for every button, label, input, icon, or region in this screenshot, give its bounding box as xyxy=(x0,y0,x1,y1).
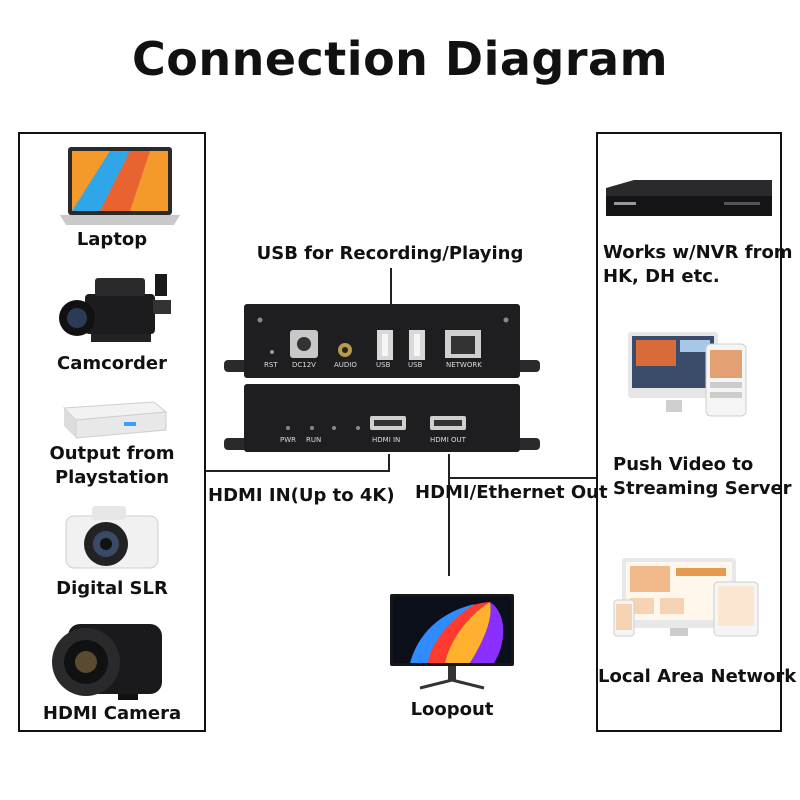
usb-caption: USB for Recording/Playing xyxy=(256,243,524,264)
port-label: RUN xyxy=(306,436,322,444)
device-label: Camcorder xyxy=(57,353,167,374)
device-label: Local Area Network xyxy=(598,666,797,687)
console-icon xyxy=(62,401,168,439)
port-label: USB xyxy=(408,361,423,369)
device-label: Push Video to xyxy=(613,454,754,475)
camcorder-icon xyxy=(59,274,171,342)
port-label: USB xyxy=(376,361,391,369)
device-label: HDMI Camera xyxy=(42,703,182,724)
port-label: RST xyxy=(264,361,278,369)
device-label: Digital SLR xyxy=(56,578,168,599)
device-label: Laptop xyxy=(76,229,148,250)
monitor-icon xyxy=(390,594,514,690)
nvr-icon xyxy=(606,180,772,216)
out-caption: HDMI/Ethernet Out xyxy=(415,482,608,503)
device-label: Streaming Server xyxy=(613,478,792,499)
destination-panel xyxy=(596,132,782,732)
line-hdmi-in-vertical xyxy=(388,454,390,472)
port-label: AUDIO xyxy=(334,361,357,369)
encoder-rear-panel: RST DC12V AUDIO USB USB NETWORK xyxy=(224,300,540,382)
line-hdmi-in-horizontal xyxy=(205,470,390,472)
lan-icon xyxy=(613,558,759,637)
device-label: Works w/NVR from xyxy=(603,242,793,263)
port-label: DC12V xyxy=(292,361,316,369)
port-label: HDMI OUT xyxy=(430,436,466,444)
port-label: HDMI IN xyxy=(372,436,401,444)
streaming-icon xyxy=(628,332,747,417)
laptop-icon xyxy=(60,147,180,225)
page-title: Connection Diagram xyxy=(131,32,669,86)
device-label: HK, DH etc. xyxy=(603,266,720,287)
port-label: PWR xyxy=(280,436,297,444)
line-out-vertical xyxy=(448,454,450,576)
line-usb-vertical xyxy=(390,268,392,308)
line-out-horizontal xyxy=(448,477,598,479)
camera-icon xyxy=(65,506,159,569)
device-label: Playstation xyxy=(54,467,170,488)
encoder-front-panel: PWR RUN HDMI IN HDMI OUT xyxy=(224,382,540,454)
loopout-label: Loopout xyxy=(410,699,494,720)
device-label: Output from xyxy=(49,443,175,464)
hdmi-in-caption: HDMI IN(Up to 4K) xyxy=(208,485,395,506)
port-label: NETWORK xyxy=(446,361,482,369)
hdmi-camera-icon xyxy=(52,624,162,700)
